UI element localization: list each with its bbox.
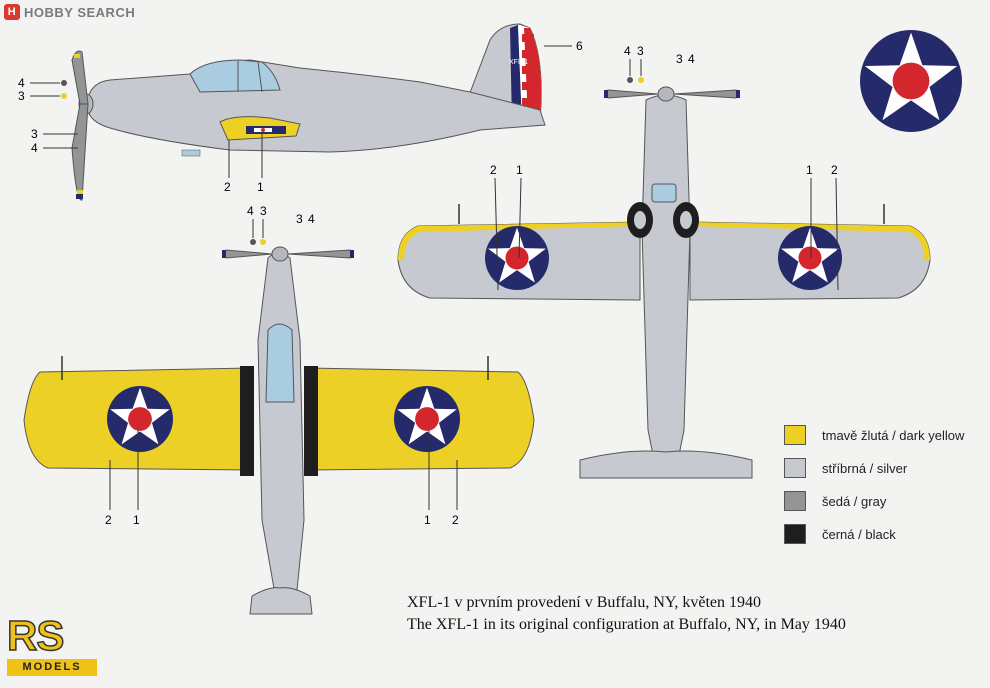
bottom-callout-3a: 3 (637, 44, 644, 58)
callout-2: 2 (224, 180, 231, 194)
belly-window (651, 183, 677, 203)
swatch-black (784, 524, 806, 544)
legend-label: stříbrná / silver (822, 460, 908, 476)
callout-4b: 4 (31, 141, 38, 155)
callout-4a: 4 (18, 76, 25, 90)
swatch-dark-yellow (784, 425, 806, 445)
caption: XFL-1 v prvním provedení v Buffalu, NY, … (407, 592, 846, 636)
bottom-callout-2b: 2 (831, 163, 838, 177)
bottom-callout-4b: 4 (688, 52, 695, 66)
rs-models-logo: RS MODELS (6, 612, 97, 678)
bottom-view-aircraft: 4 3 3 4 2 1 1 2 (397, 44, 931, 479)
callout-1: 1 (257, 180, 264, 194)
legend-item-silver: stříbrná / silver (784, 458, 964, 478)
legend-item-gray: šedá / gray (784, 491, 964, 511)
callout-3b: 3 (31, 127, 38, 141)
caption-czech: XFL-1 v prvním provedení v Buffalu, NY, … (407, 594, 762, 611)
top-callout-1b: 1 (424, 513, 431, 527)
swatch-silver (784, 458, 806, 478)
legend-label: černá / black (822, 526, 896, 542)
bottom-callout-1a: 1 (516, 163, 523, 177)
hobby-search-label: HOBBY SEARCH (24, 4, 136, 20)
legend-label: šedá / gray (822, 493, 887, 509)
side-canopy (189, 59, 281, 93)
side-view-aircraft: XFL-1 6 4 (18, 23, 583, 201)
legend-label: tmavě žlutá / dark yellow (822, 427, 965, 443)
tail-code: XFL-1 (509, 59, 528, 66)
callout-6: 6 (576, 39, 583, 53)
bottom-callout-3b: 3 (676, 52, 683, 66)
hobby-search-watermark: H HOBBY SEARCH (4, 4, 135, 20)
rs-logo-sub: MODELS (7, 659, 97, 676)
bottom-callout-4a: 4 (624, 44, 631, 58)
top-callout-1a: 1 (133, 513, 140, 527)
top-callout-2b: 2 (452, 513, 459, 527)
top-callout-4b: 4 (308, 212, 315, 226)
caption-english: The XFL-1 in its original configuration … (407, 616, 846, 633)
legend-item-black: černá / black (784, 524, 964, 544)
top-callout-3a: 3 (260, 204, 267, 218)
swatch-gray (784, 491, 806, 511)
hobby-search-logo-icon: H (4, 4, 20, 20)
bottom-callout-1b: 1 (806, 163, 813, 177)
callout-3a: 3 (18, 89, 25, 103)
bottom-callout-2a: 2 (490, 163, 497, 177)
top-callout-3b: 3 (296, 212, 303, 226)
top-view-aircraft: 4 3 3 4 2 1 1 2 (23, 204, 535, 615)
top-canopy (265, 323, 295, 403)
top-callout-4a: 4 (247, 204, 254, 218)
top-callout-2a: 2 (105, 513, 112, 527)
color-legend: tmavě žlutá / dark yellow stříbrná / sil… (784, 425, 964, 557)
rudder-blue-stripe (510, 25, 522, 123)
national-insignia-roundel (860, 30, 962, 132)
legend-item-dark-yellow: tmavě žlutá / dark yellow (784, 425, 964, 445)
rs-logo-letters: RS (6, 612, 65, 659)
